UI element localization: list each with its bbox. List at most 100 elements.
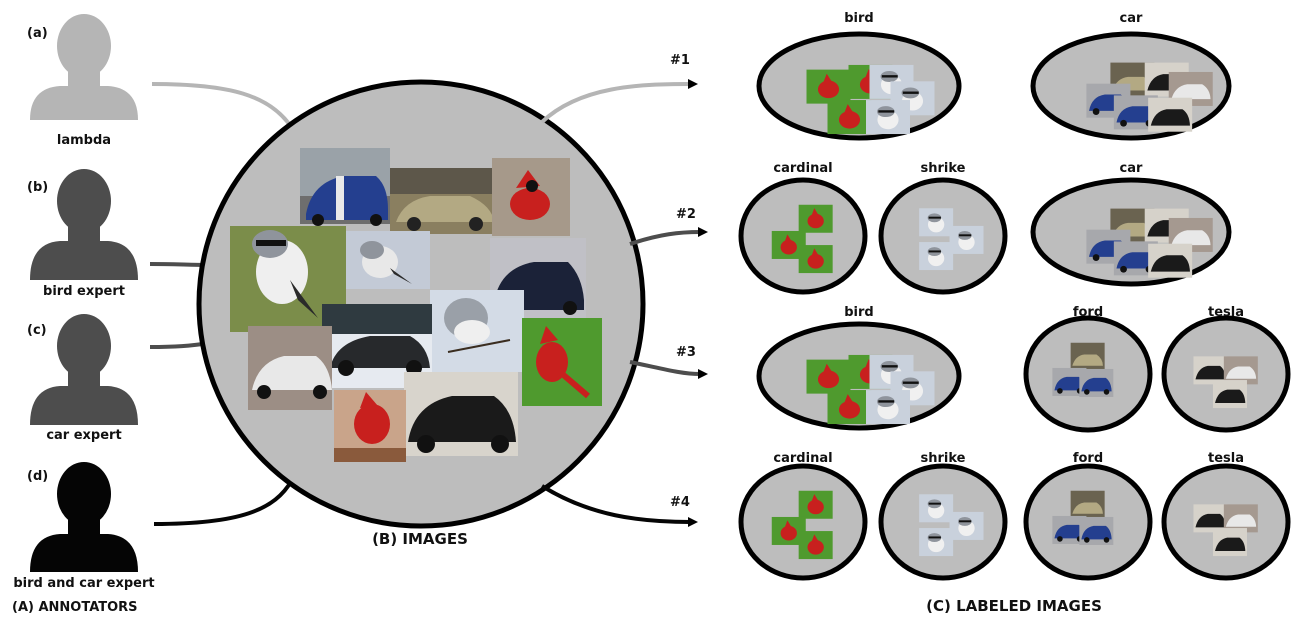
- shrike-thumbnail: [919, 528, 954, 557]
- cardinal-thumbnail: [798, 245, 833, 274]
- shrike-thumbnail: [919, 242, 954, 271]
- vintage-ford-thumbnail: [390, 168, 498, 234]
- ford-thumbnail: [1113, 241, 1158, 276]
- cardinal-bird-thumbnail: [522, 318, 602, 406]
- cluster-tesla: tesla: [1161, 305, 1291, 433]
- cluster-label: bird: [844, 11, 873, 26]
- cluster-shrike: shrike: [878, 161, 1008, 295]
- annotator-bird-expert: (b) bird expert: [27, 169, 138, 299]
- vintage-thumbnail: [1070, 342, 1105, 371]
- labeled-row-1: bird car: [756, 11, 1232, 141]
- annotator-name: bird expert: [43, 284, 125, 299]
- cluster-label: ford: [1073, 451, 1103, 466]
- cluster-label: car: [1120, 11, 1143, 26]
- cluster-cardinal: cardinal: [738, 161, 868, 295]
- arrow-4: [540, 484, 698, 527]
- arrow-marker: #2: [676, 207, 696, 222]
- annotator-letter: (b): [27, 180, 48, 195]
- cardinal-thumbnail: [806, 359, 851, 394]
- ford-thumbnail: [1079, 516, 1114, 545]
- annotator-name: bird and car expert: [13, 576, 154, 591]
- labeled-row-3: bird ford tesla: [756, 305, 1291, 433]
- teslaBlack-thumbnail: [1193, 504, 1228, 533]
- shrike-thumbnail: [866, 390, 910, 425]
- cluster-shrike: shrike: [878, 451, 1008, 581]
- shrike-thumbnail: [949, 225, 984, 254]
- shrike-thumbnail: [919, 208, 954, 237]
- cluster-label: shrike: [921, 161, 966, 176]
- teslaBlack-thumbnail: [1148, 97, 1193, 132]
- cardinal-thumbnail: [798, 490, 833, 519]
- cardinal-thumbnail: [827, 390, 872, 425]
- section-label-images: (B) IMAGES: [372, 530, 468, 548]
- annotator-letter: (a): [27, 26, 48, 41]
- shrike-thumbnail: [890, 81, 935, 116]
- arrow-2: [629, 227, 708, 246]
- annotator-bird-and-car-expert: (d) bird and car expert: [13, 462, 155, 591]
- cluster-car: car: [1030, 161, 1232, 287]
- ford-car-thumbnail: [300, 148, 390, 226]
- teslaBlack-thumbnail: [1212, 528, 1247, 557]
- cluster-label: cardinal: [773, 451, 832, 466]
- cardinal-bird-thumbnail: [492, 158, 570, 236]
- images-pool: (B) IMAGES: [196, 79, 646, 548]
- cardinal-thumbnail: [806, 69, 851, 104]
- teslaBlack-thumbnail: [1148, 243, 1193, 278]
- cluster-label: ford: [1073, 305, 1103, 320]
- shrike-thumbnail: [949, 511, 984, 540]
- annotator-letter: (c): [27, 323, 47, 338]
- tesla-car-thumbnail: [404, 372, 518, 456]
- cluster-label: tesla: [1208, 451, 1244, 466]
- cluster-cardinal: cardinal: [738, 451, 868, 581]
- cluster-label: tesla: [1208, 305, 1244, 320]
- cardinal-thumbnail: [827, 100, 872, 135]
- cluster-label: shrike: [921, 451, 966, 466]
- cluster-ford: ford: [1023, 451, 1153, 581]
- labeled-row-2: cardinal shrike car: [738, 161, 1232, 295]
- cardinal-bird-thumbnail: [334, 390, 406, 462]
- cardinal-thumbnail: [798, 204, 833, 233]
- shrike-thumbnail: [919, 494, 954, 523]
- shrike-bird-thumbnail: [430, 290, 524, 372]
- person-silhouette-icon: [30, 314, 138, 425]
- cluster-car: car: [1030, 11, 1232, 141]
- arrow-3: [629, 360, 708, 379]
- cluster-label: bird: [844, 305, 873, 320]
- annotator-car-expert: (c) car expert: [27, 314, 138, 443]
- labeled-row-4: cardinal shrike ford tesla: [738, 451, 1291, 581]
- ford-thumbnail: [1079, 368, 1114, 397]
- annotator-name: car expert: [46, 428, 121, 443]
- annotator-letter: (d): [27, 469, 48, 484]
- shrike-thumbnail: [866, 100, 910, 135]
- person-silhouette-icon: [30, 169, 138, 280]
- person-silhouette-icon: [30, 462, 138, 572]
- cluster-bird: bird: [756, 11, 962, 141]
- connector-d: [153, 479, 294, 526]
- connector-a: [151, 82, 294, 130]
- vintage-thumbnail: [1070, 490, 1105, 519]
- teslaBlack-thumbnail: [1193, 356, 1228, 385]
- person-silhouette-icon: [30, 14, 138, 120]
- section-label-labeled: (C) LABELED IMAGES: [926, 597, 1102, 615]
- cluster-label: car: [1120, 161, 1143, 176]
- annotator-lambda: (a) lambda: [27, 14, 138, 148]
- shrike-bird-thumbnail: [346, 231, 430, 289]
- cluster-label: cardinal: [773, 161, 832, 176]
- cluster-bird: bird: [756, 305, 962, 431]
- shrike-thumbnail: [890, 371, 935, 406]
- cardinal-thumbnail: [798, 531, 833, 560]
- ford-car-thumbnail: [490, 238, 586, 318]
- arrow-marker: #4: [670, 495, 690, 510]
- arrow-marker: #1: [670, 53, 690, 68]
- cluster-tesla: tesla: [1161, 451, 1291, 581]
- teslaBlack-thumbnail: [1212, 380, 1247, 409]
- tesla-car-thumbnail: [248, 326, 332, 410]
- cluster-ford: ford: [1023, 305, 1153, 433]
- section-label-annotators: (A) ANNOTATORS: [12, 600, 138, 615]
- annotator-name: lambda: [57, 133, 111, 148]
- arrow-marker: #3: [676, 345, 696, 360]
- teslaWhite-thumbnail: [1223, 504, 1258, 533]
- annotators-column: (a) lambda (b) bird expert (c): [12, 14, 294, 615]
